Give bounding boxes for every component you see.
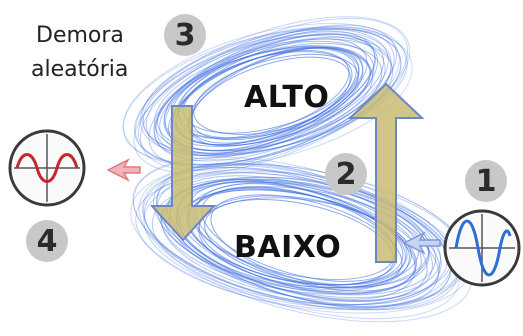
delay-label-line1: Demora bbox=[36, 23, 124, 48]
high-state-label: ALTO bbox=[244, 80, 330, 115]
attractor-loops bbox=[122, 16, 473, 323]
attractor-orbit bbox=[122, 22, 407, 165]
attractor-orbit bbox=[163, 42, 383, 152]
output-pointer-icon bbox=[106, 158, 141, 182]
attractor-orbit bbox=[133, 28, 402, 166]
step-badge-3: 3 bbox=[164, 14, 206, 56]
attractor-orbit bbox=[164, 33, 385, 151]
down-arrow-icon bbox=[149, 105, 217, 242]
attractor-orbit bbox=[153, 163, 452, 308]
attractor-orbit bbox=[142, 166, 452, 310]
attractor-orbit bbox=[159, 36, 392, 157]
attractor-orbit bbox=[137, 31, 392, 166]
attractor-orbit bbox=[156, 167, 433, 302]
attractor-orbit bbox=[163, 40, 375, 148]
up-arrow-icon bbox=[347, 82, 425, 263]
delay-label-line2: aleatória bbox=[31, 57, 129, 82]
attractor-orbit bbox=[142, 35, 386, 154]
attractor-orbit bbox=[155, 30, 376, 156]
attractor-orbit bbox=[169, 178, 416, 300]
attractor-orbit bbox=[123, 27, 413, 168]
attractor-orbit bbox=[198, 197, 412, 289]
output-sine-icon bbox=[8, 129, 86, 207]
attractor-orbit bbox=[140, 17, 409, 171]
attractor-orbit bbox=[148, 28, 395, 168]
attractor-orbit bbox=[134, 16, 411, 166]
input-pointer-icon bbox=[402, 231, 441, 255]
attractor-orbit bbox=[133, 26, 400, 174]
low-state-label: BAIXO bbox=[234, 230, 342, 265]
attractor-orbit bbox=[145, 28, 389, 156]
attractor-orbit bbox=[153, 33, 378, 159]
attractor-orbit bbox=[154, 38, 394, 155]
attractor-orbit bbox=[133, 158, 461, 320]
attractor-orbit bbox=[156, 47, 374, 152]
attractor-orbit bbox=[138, 164, 473, 323]
attractor-orbit bbox=[154, 24, 397, 162]
attractor-orbit bbox=[143, 171, 442, 306]
step-badge-2: 2 bbox=[325, 153, 367, 195]
attractor-orbit bbox=[156, 169, 442, 299]
step-badge-1: 1 bbox=[465, 160, 507, 202]
attractor-orbit bbox=[139, 27, 402, 157]
attractor-orbit bbox=[141, 26, 408, 156]
attractor-orbit bbox=[151, 178, 448, 306]
step-badge-4: 4 bbox=[26, 220, 68, 262]
attractor-orbit bbox=[156, 162, 459, 311]
attractor-orbit bbox=[166, 175, 439, 308]
attractor-orbit bbox=[168, 46, 364, 154]
input-sine-icon bbox=[443, 209, 521, 287]
